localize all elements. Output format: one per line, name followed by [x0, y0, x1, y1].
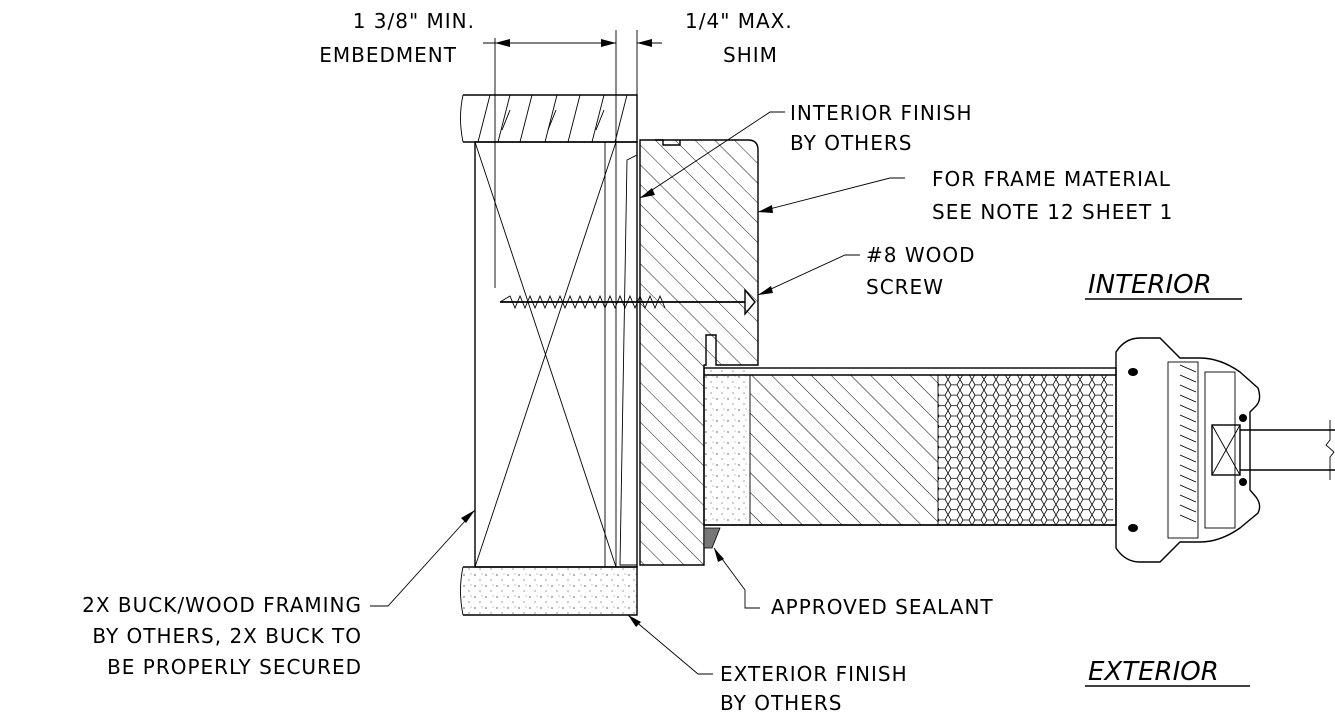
- sash-panel: [703, 367, 1117, 526]
- side-label-exterior: EXTERIOR: [1085, 657, 1250, 687]
- svg-text:APPROVED SEALANT: APPROVED SEALANT: [771, 595, 994, 619]
- label-embedment: 1 3/8" MIN. EMBEDMENT: [319, 9, 475, 67]
- label-interior-finish: INTERIOR FINISH BY OTHERS: [790, 101, 973, 155]
- svg-text:1/4" MAX.: 1/4" MAX.: [685, 9, 793, 33]
- svg-text:EMBEDMENT: EMBEDMENT: [319, 43, 457, 67]
- svg-text:EXTERIOR FINISH: EXTERIOR FINISH: [720, 662, 908, 686]
- svg-text:SCREW: SCREW: [866, 275, 944, 299]
- label-buck: 2X BUCK/WOOD FRAMING BY OTHERS, 2X BUCK …: [82, 593, 362, 679]
- svg-text:BY OTHERS: BY OTHERS: [790, 131, 912, 155]
- svg-text:SEE NOTE 12 SHEET 1: SEE NOTE 12 SHEET 1: [932, 200, 1173, 224]
- shim: [619, 154, 638, 566]
- label-frame-material: FOR FRAME MATERIAL SEE NOTE 12 SHEET 1: [932, 167, 1173, 224]
- label-exterior-finish: EXTERIOR FINISH BY OTHERS: [720, 662, 908, 715]
- label-wood-screw: #8 WOOD SCREW: [866, 243, 976, 299]
- svg-text:EXTERIOR: EXTERIOR: [1088, 657, 1219, 687]
- svg-text:2X BUCK/WOOD FRAMING: 2X BUCK/WOOD FRAMING: [82, 593, 362, 617]
- glazing-hardware: [1115, 337, 1335, 563]
- interior-finish-wall: [460, 94, 638, 143]
- buck-framing: [474, 141, 638, 568]
- leader-lines: [370, 111, 905, 675]
- svg-text:BY OTHERS: BY OTHERS: [720, 691, 842, 715]
- embedment-dimension: [483, 30, 662, 288]
- svg-text:BE PROPERLY SECURED: BE PROPERLY SECURED: [107, 655, 362, 679]
- side-label-interior: INTERIOR: [1085, 270, 1242, 300]
- label-sealant: APPROVED SEALANT: [771, 595, 994, 619]
- svg-text:SHIM: SHIM: [723, 43, 778, 67]
- svg-text:INTERIOR: INTERIOR: [1088, 270, 1212, 300]
- wood-screw: [499, 288, 756, 316]
- svg-text:1 3/8" MIN.: 1 3/8" MIN.: [353, 9, 475, 33]
- svg-text:INTERIOR FINISH: INTERIOR FINISH: [790, 101, 973, 125]
- exterior-finish-wall: [460, 566, 638, 616]
- svg-text:FOR FRAME MATERIAL: FOR FRAME MATERIAL: [932, 167, 1171, 191]
- label-shim: 1/4" MAX. SHIM: [685, 9, 793, 67]
- wood-frame: [639, 139, 759, 566]
- svg-text:BY OTHERS, 2X BUCK TO: BY OTHERS, 2X BUCK TO: [92, 624, 362, 648]
- sealant-bead: [703, 527, 721, 549]
- svg-text:#8 WOOD: #8 WOOD: [866, 243, 976, 267]
